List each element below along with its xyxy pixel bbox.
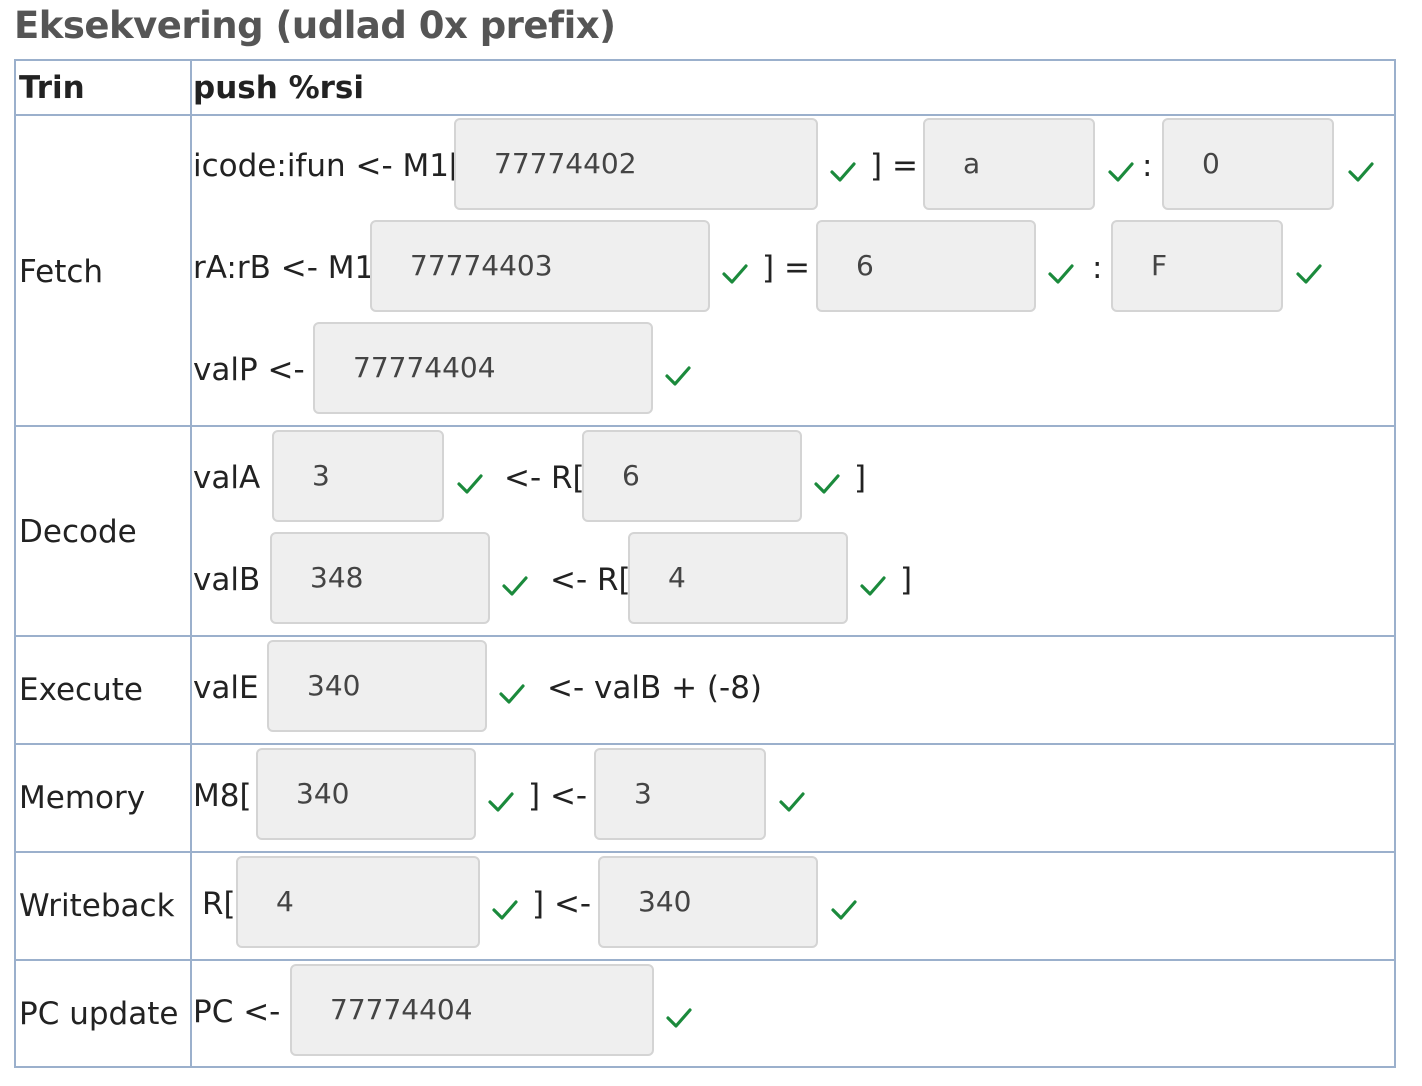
step-label-memory: Memory — [19, 780, 146, 816]
decode-vala-close: ] — [854, 460, 867, 496]
memory-assign: ] <- — [528, 778, 588, 814]
row-divider — [16, 425, 1394, 427]
step-label-pc-update: PC update — [19, 996, 179, 1032]
execute-vale-input[interactable]: 340 — [267, 640, 487, 732]
check-icon — [720, 258, 750, 288]
decode-valb-prefix: valB — [193, 562, 261, 598]
fetch-icode-input[interactable]: a — [923, 118, 1095, 210]
column-divider — [190, 61, 192, 1066]
writeback-assign: ] <- — [532, 886, 592, 922]
memory-address-input[interactable]: 340 — [256, 748, 476, 840]
fetch-icode-equals: ] = — [870, 148, 918, 184]
check-icon — [829, 894, 859, 924]
fetch-ifun-input[interactable]: 0 — [1162, 118, 1334, 210]
header-step: Trin — [19, 70, 85, 106]
row-divider — [16, 743, 1394, 745]
decode-rb-input[interactable]: 4 — [628, 532, 848, 624]
check-icon — [455, 468, 485, 498]
fetch-registers-equals: ] = — [762, 250, 810, 286]
check-icon — [490, 894, 520, 924]
memory-value-input[interactable]: 3 — [594, 748, 766, 840]
memory-prefix: M8[ — [193, 778, 252, 814]
execution-table: Trin push %rsi Fetch icode:ifun <- M1[ 7… — [14, 59, 1396, 1068]
page-title: Eksekvering (udlad 0x prefix) — [14, 4, 616, 47]
fetch-icode-prefix: icode:ifun <- M1[ — [193, 148, 462, 184]
writeback-value-input[interactable]: 340 — [598, 856, 818, 948]
fetch-icode-address-input[interactable]: 77774402 — [454, 118, 818, 210]
fetch-registers-prefix: rA:rB <- M1[ — [193, 250, 387, 286]
check-icon — [812, 468, 842, 498]
check-icon — [777, 786, 807, 816]
check-icon — [1106, 156, 1136, 186]
check-icon — [663, 360, 693, 390]
check-icon — [1294, 258, 1324, 288]
step-label-decode: Decode — [19, 514, 137, 550]
execute-formula: <- valB + (-8) — [547, 670, 763, 706]
row-divider — [16, 114, 1394, 116]
check-icon — [497, 678, 527, 708]
row-divider — [16, 635, 1394, 637]
check-icon — [664, 1002, 694, 1032]
check-icon — [828, 156, 858, 186]
execute-vale-prefix: valE — [193, 670, 259, 706]
step-label-fetch: Fetch — [19, 254, 104, 290]
writeback-prefix: R[ — [202, 886, 236, 922]
decode-ra-input[interactable]: 6 — [582, 430, 802, 522]
step-label-execute: Execute — [19, 672, 143, 708]
check-icon — [858, 570, 888, 600]
fetch-rb-input[interactable]: F — [1111, 220, 1283, 312]
decode-vala-prefix: valA — [193, 460, 261, 496]
header-instruction: push %rsi — [193, 70, 364, 106]
writeback-register-input[interactable]: 4 — [236, 856, 480, 948]
fetch-icode-separator: : — [1142, 148, 1153, 184]
row-divider — [16, 959, 1394, 961]
fetch-ra-input[interactable]: 6 — [816, 220, 1036, 312]
check-icon — [1046, 258, 1076, 288]
check-icon — [500, 570, 530, 600]
pc-update-input[interactable]: 77774404 — [290, 964, 654, 1056]
decode-valb-register-prefix: <- R[ — [550, 562, 631, 598]
fetch-registers-address-input[interactable]: 77774403 — [370, 220, 710, 312]
decode-vala-register-prefix: <- R[ — [504, 460, 585, 496]
pc-update-prefix: PC <- — [193, 994, 281, 1030]
decode-valb-input[interactable]: 348 — [270, 532, 490, 624]
decode-valb-close: ] — [900, 562, 913, 598]
row-divider — [16, 851, 1394, 853]
check-icon — [486, 786, 516, 816]
decode-vala-input[interactable]: 3 — [272, 430, 444, 522]
fetch-registers-separator: : — [1092, 250, 1103, 286]
fetch-valp-input[interactable]: 77774404 — [313, 322, 653, 414]
check-icon — [1346, 156, 1376, 186]
step-label-writeback: Writeback — [19, 888, 175, 924]
fetch-valp-prefix: valP <- — [193, 352, 305, 388]
